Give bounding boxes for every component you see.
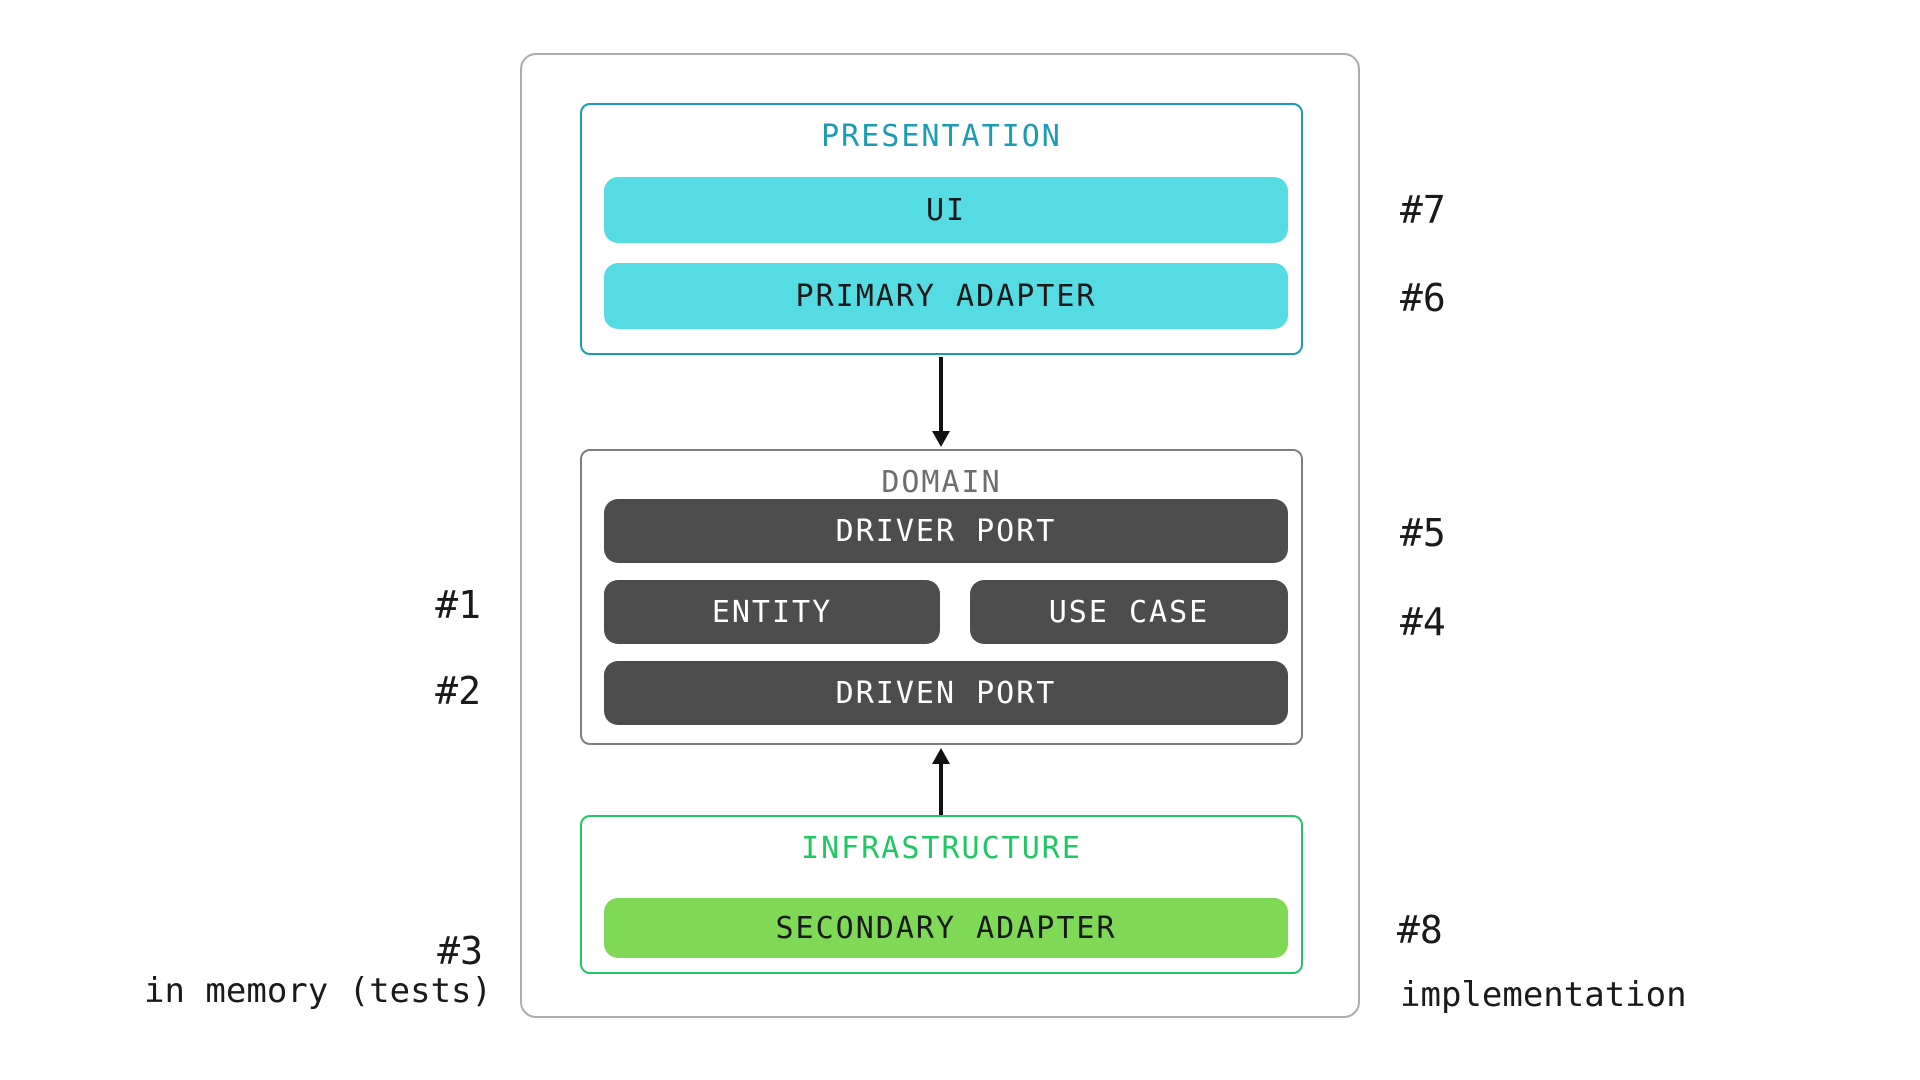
driver-port-node-label: DRIVER PORT: [835, 513, 1057, 549]
entity-node: ENTITY: [604, 580, 940, 644]
step-label-2: #2: [435, 669, 481, 713]
driver-port-node: DRIVER PORT: [604, 499, 1288, 563]
driven-port-node-label: DRIVEN PORT: [835, 675, 1057, 711]
step-label-3: #3: [437, 929, 483, 973]
secondary-adapter-node-label: SECONDARY ADAPTER: [775, 910, 1117, 946]
in-memory-note: in memory (tests): [144, 971, 492, 1011]
infrastructure-layer-title: INFRASTRUCTURE: [801, 831, 1082, 866]
use-case-node-label: USE CASE: [1048, 594, 1210, 630]
use-case-node: USE CASE: [970, 580, 1288, 644]
step-label-5: #5: [1400, 511, 1446, 555]
entity-node-label: ENTITY: [711, 594, 833, 630]
implementation-note: implementation: [1400, 975, 1687, 1015]
infrastructure-layer-box: INFRASTRUCTURE SECONDARY ADAPTER: [580, 815, 1303, 974]
ui-node-label: UI: [925, 192, 967, 228]
step-label-6: #6: [1400, 276, 1446, 320]
primary-adapter-node: PRIMARY ADAPTER: [604, 263, 1288, 329]
driven-port-node: DRIVEN PORT: [604, 661, 1288, 725]
domain-layer-box: DOMAIN DRIVER PORT ENTITY USE CASE DRIVE…: [580, 449, 1303, 745]
arrow-down-icon: [932, 357, 950, 447]
step-label-4: #4: [1400, 600, 1446, 644]
step-label-1: #1: [435, 583, 481, 627]
domain-layer-title: DOMAIN: [881, 465, 1002, 500]
ui-node: UI: [604, 177, 1288, 243]
step-label-8: #8: [1397, 908, 1443, 952]
arrow-up-icon: [932, 748, 950, 815]
presentation-layer-box: PRESENTATION UI PRIMARY ADAPTER: [580, 103, 1303, 355]
primary-adapter-node-label: PRIMARY ADAPTER: [795, 278, 1097, 314]
step-label-7: #7: [1400, 188, 1446, 232]
secondary-adapter-node: SECONDARY ADAPTER: [604, 898, 1288, 958]
presentation-layer-title: PRESENTATION: [821, 119, 1062, 154]
